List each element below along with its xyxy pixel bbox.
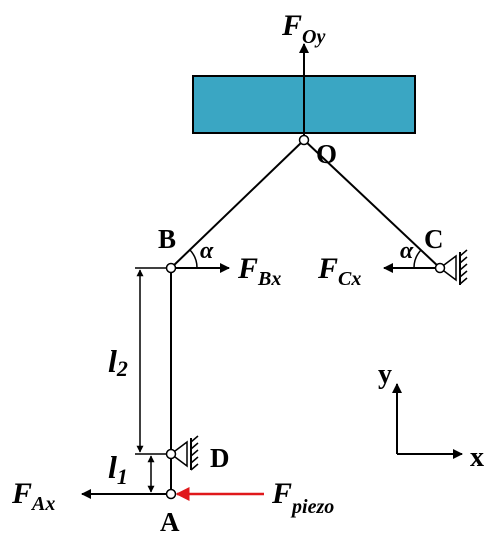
link-oc (303, 139, 441, 269)
ground-support-c (438, 249, 468, 285)
angle-c-label: α (400, 238, 414, 264)
force-bx-label: FBx (237, 252, 281, 290)
joint-a (165, 488, 177, 500)
joint-c (434, 262, 446, 274)
axis-y-label: y (378, 359, 392, 390)
joint-b (165, 262, 177, 274)
point-o-label: O (316, 139, 337, 169)
joint-o (298, 134, 310, 146)
ground-support-d (169, 435, 199, 471)
length-l2-label: l2 (108, 343, 128, 381)
point-a-label: A (160, 507, 180, 537)
length-l1-label: l1 (108, 449, 128, 489)
force-piezo-label: Fpiezo (271, 477, 334, 518)
joint-d (165, 448, 177, 460)
angle-arc-b (189, 249, 198, 269)
point-c-label: C (424, 224, 444, 254)
axis-x-label: x (470, 442, 484, 473)
force-ax-label: FAx (11, 477, 55, 515)
force-oy-label: FOy (281, 9, 325, 48)
force-cx-label: FCx (317, 252, 361, 290)
point-b-label: B (158, 224, 176, 254)
angle-arc-c (413, 249, 422, 269)
angle-b-label: α (200, 238, 214, 264)
link-ob (170, 139, 305, 269)
point-d-label: D (210, 443, 230, 473)
